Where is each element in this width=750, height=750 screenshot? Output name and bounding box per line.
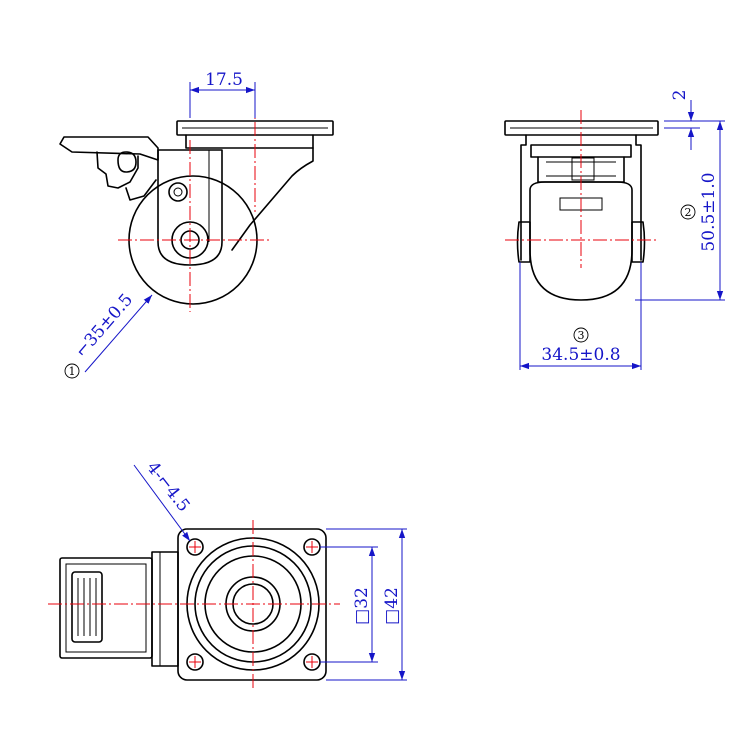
callout-1-circle: [64, 363, 80, 379]
side-fork-back: [231, 147, 314, 251]
side-brake-pedal: [59, 136, 159, 161]
top-brake-pedal-inner: [65, 563, 147, 653]
bolt-hole-bottom-left: [186, 653, 204, 671]
dim-diameter-label: ⌐35±0.5: [71, 290, 137, 361]
dim-holes-leader: [133, 464, 191, 542]
front-fork-sides: [520, 134, 642, 261]
dim-width-label: 34.5±0.8: [541, 345, 620, 365]
front-brake-block: [571, 157, 595, 181]
dim-plate-label: □42: [382, 587, 402, 625]
bolt-hole-center-marks: [189, 541, 318, 668]
callout-2-circle: [680, 204, 696, 220]
side-brake-linkage: [96, 151, 139, 189]
callout-3-circle: [573, 327, 589, 343]
top-brake-housing: [151, 551, 179, 667]
front-axle-cap-left: [516, 221, 531, 263]
side-view: 17.5 ⌐35±0.5 1: [59, 70, 334, 379]
dim-pitch-label: □32: [352, 587, 372, 625]
side-brake-shoe: [125, 179, 157, 201]
dim-height-label: 50.5±1.0: [699, 172, 719, 251]
side-lock-bolt-core: [173, 187, 183, 197]
side-lock-bolt: [168, 182, 188, 202]
top-view: 4-⌐4.5 □32 □42: [48, 458, 407, 690]
front-axle-cap-right: [631, 221, 646, 263]
side-brake-pivot: [117, 151, 137, 173]
dim-thickness-label: 2: [670, 90, 690, 101]
bolt-hole-top-left: [186, 538, 204, 556]
side-fork-front: [157, 149, 223, 266]
callout-1-number: 1: [69, 365, 76, 378]
dim-diameter-leader: [84, 294, 153, 373]
side-swivel-collar: [185, 134, 314, 149]
callout-3-number: 3: [578, 329, 585, 342]
dim-offset-label: 17.5: [205, 70, 243, 90]
top-brake-grip: [71, 571, 103, 643]
callout-2-number: 2: [685, 206, 692, 219]
front-view: 2 50.5±1.0 2 34.5±0.8 3: [504, 90, 725, 370]
